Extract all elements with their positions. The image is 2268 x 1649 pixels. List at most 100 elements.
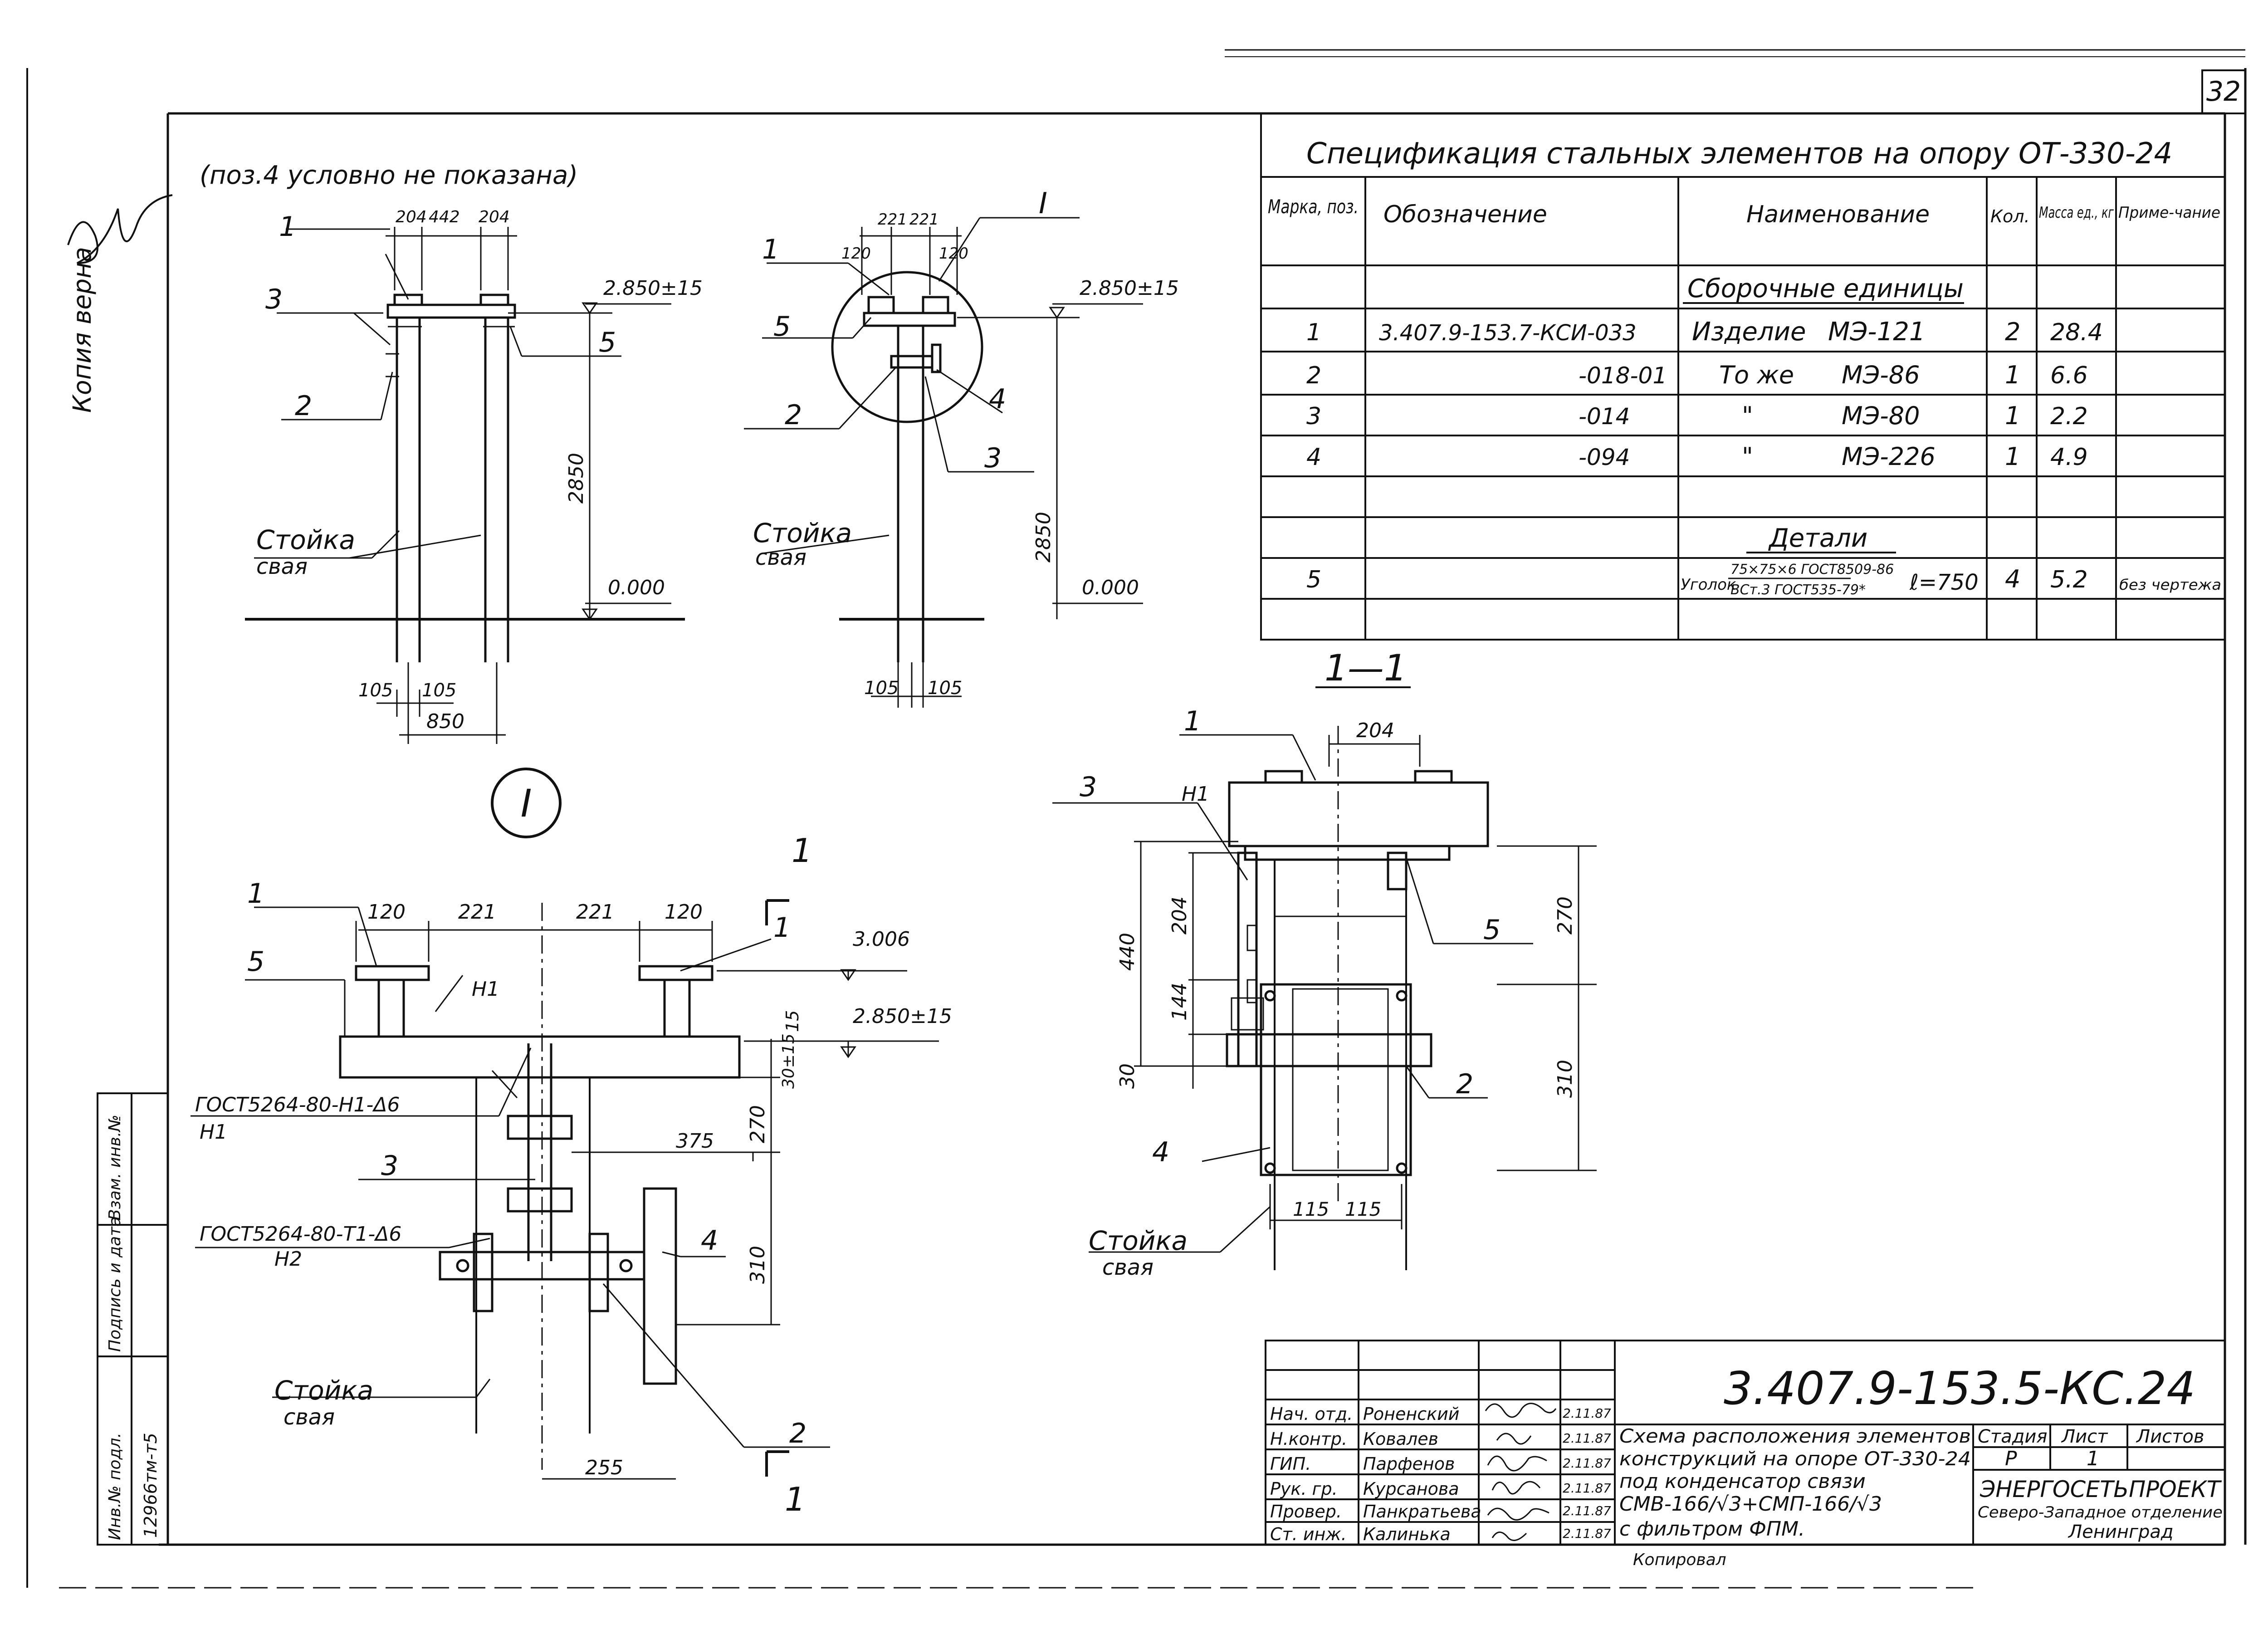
titleblock	[1265, 1340, 2226, 1546]
spec-row-pos: 3	[1306, 403, 1321, 430]
titleblock-date: 2.11.87	[1563, 1406, 1611, 1421]
view2-callout-I: I	[1039, 187, 1047, 220]
spec-group-assembly: Сборочные единицы	[1687, 274, 1964, 303]
titleblock-role: Провер.	[1270, 1502, 1342, 1522]
section11-dim-310: 310	[1554, 1060, 1577, 1098]
spec-row-pos: 4	[1306, 444, 1321, 471]
spec-row-pos: 1	[1306, 319, 1321, 346]
spec-title: Спецификация стальных элементов на опору…	[1306, 137, 2172, 171]
spec-detail-pos: 5	[1306, 566, 1321, 593]
titleblock-sheet: 1	[2087, 1447, 2099, 1470]
view2-dim-top-4: 120	[939, 245, 968, 263]
titleblock-role: Ст. инж.	[1270, 1524, 1347, 1544]
view1-height: 2850	[565, 453, 588, 504]
titleblock-desc: конструкций на опоре ОТ-330-24	[1619, 1448, 1971, 1470]
titleblock-stage-header: Стадия	[1978, 1426, 2047, 1447]
side-stamp-inv: Инв.№ подл.	[106, 1433, 124, 1540]
detailI-callout-3: 3	[381, 1150, 398, 1182]
view1-level-top: 2.850±15	[603, 277, 703, 300]
spec-row-mass: 2.2	[2050, 403, 2088, 430]
titleblock-signatures	[1485, 1403, 1557, 1541]
spec-row-designation: 3.407.9-153.7-КСИ-033	[1379, 320, 1637, 346]
spec-row-qty: 1	[2005, 361, 2020, 389]
view2-callout-2: 2	[785, 399, 802, 431]
titleblock-org1: ЭНЕРГОСЕТЬПРОЕКТ	[1980, 1476, 2222, 1502]
titleblock-role: ГИП.	[1270, 1454, 1311, 1474]
side-stamp-replace: Взам. инв.№	[106, 1115, 124, 1220]
margin-signature	[67, 194, 173, 264]
section11-label-stand: Стойка	[1089, 1225, 1188, 1256]
titleblock-desc: Схема расположения элементов	[1619, 1425, 1971, 1447]
titleblock-desc: СМВ-166/√3+СМП-166/√3	[1619, 1492, 1882, 1516]
detailI-dim-221b: 221	[576, 900, 614, 924]
detailI-dim-221a: 221	[458, 900, 496, 924]
detailI-dim-30: 30±15	[779, 1033, 798, 1089]
view2	[744, 217, 1143, 708]
detailI-dim-120a: 120	[367, 900, 406, 924]
spec-row-pos: 2	[1306, 362, 1321, 389]
view1-callout-3: 3	[265, 284, 283, 315]
section11-title: 1—1	[1325, 647, 1407, 689]
titleblock-role: Нач. отд.	[1270, 1404, 1353, 1424]
view2-dim-top-2: 221	[909, 210, 939, 229]
detailI-weld2-mark: Н2	[274, 1248, 302, 1271]
titleblock-sheets-header: Листов	[2136, 1426, 2204, 1447]
spec-row-qty: 2	[2005, 318, 2020, 346]
titleblock-name: Ковалев	[1363, 1429, 1438, 1449]
view2-level-zero: 0.000	[1082, 576, 1139, 599]
view1-dim-top-2: 442	[429, 208, 460, 226]
detailI-callout-4: 4	[701, 1225, 718, 1257]
spec-row-mass: 28.4	[2050, 319, 2103, 346]
titleblock-date: 2.11.87	[1563, 1431, 1611, 1446]
side-stamp	[97, 1092, 169, 1546]
titleblock-name: Курсанова	[1363, 1479, 1459, 1499]
view2-callout-1: 1	[762, 234, 779, 265]
titleblock-code: 3.407.9-153.5-КС.24	[1724, 1362, 2195, 1415]
detailI-label-pile: свая	[284, 1404, 335, 1430]
detailI-mark: I	[521, 781, 532, 826]
titleblock-desc: с фильтром ФПМ.	[1619, 1517, 1805, 1541]
titleblock-date: 2.11.87	[1563, 1456, 1611, 1471]
page-number: 32	[2206, 76, 2241, 108]
spec-detail-frac-bottom: ВСт.3 ГОСТ535-79*	[1730, 582, 1866, 598]
spec-header-name: Наименование	[1746, 201, 1930, 228]
detailI-dim-255: 255	[585, 1456, 623, 1479]
spec-row-name: Изделие	[1692, 317, 1806, 347]
spec-row-designation: -018-01	[1579, 362, 1667, 389]
detailI-level-a: 3.006	[853, 928, 910, 951]
titleblock-name: Парфенов	[1363, 1454, 1455, 1474]
view2-callout-3: 3	[984, 442, 1002, 474]
view2-dim-bottom-1: 105	[864, 678, 899, 699]
spec-group-details: Детали	[1768, 524, 1867, 553]
side-stamp-sign: Подпись и дата	[106, 1217, 124, 1352]
spec-detail-frac-top: 75×75×6 ГОСТ8509-86	[1730, 562, 1894, 577]
view1-callout-1: 1	[279, 211, 296, 243]
view1-label-stand: Стойка	[256, 524, 355, 555]
spec-table	[1260, 113, 2226, 641]
spec-header-pos: Марка, поз.	[1268, 196, 1359, 218]
view1-dim-top-1: 204	[396, 208, 427, 226]
section11-weld: Н1	[1182, 783, 1209, 806]
section11-dim-115a: 115	[1293, 1198, 1329, 1220]
view1-callout-2: 2	[295, 390, 312, 422]
spec-row-name: "	[1742, 401, 1753, 430]
titleblock-name: Роненский	[1363, 1404, 1459, 1424]
view2-label-stand: Стойка	[753, 518, 852, 548]
spec-row-qty: 1	[2005, 401, 2020, 430]
spec-row-mark: МЭ-86	[1842, 361, 1920, 389]
detailI-weld-n1: Н1	[472, 978, 499, 1001]
section11-dim-270: 270	[1554, 896, 1577, 935]
section11-dim-30: 30	[1116, 1063, 1139, 1089]
view1-dim-bottom-1: 105	[358, 680, 393, 701]
spec-header-note: Приме-чание	[2118, 204, 2220, 222]
detailI	[191, 899, 939, 1480]
side-stamp-value: 12966тм-т5	[141, 1433, 161, 1538]
spec-detail-mass: 5.2	[2050, 566, 2088, 593]
section11-dim-204: 204	[1168, 896, 1191, 935]
view2-dim-top-3: 120	[841, 245, 871, 263]
titleblock-name: Панкратьева	[1363, 1502, 1481, 1522]
detailI-weld2: ГОСТ5264-80-Т1-Δ6	[200, 1223, 401, 1246]
view2-level-top: 2.850±15	[1080, 277, 1179, 300]
view1-dim-top-3: 204	[479, 208, 510, 226]
titleblock-org2: Северо-Западное отделение	[1978, 1503, 2223, 1522]
